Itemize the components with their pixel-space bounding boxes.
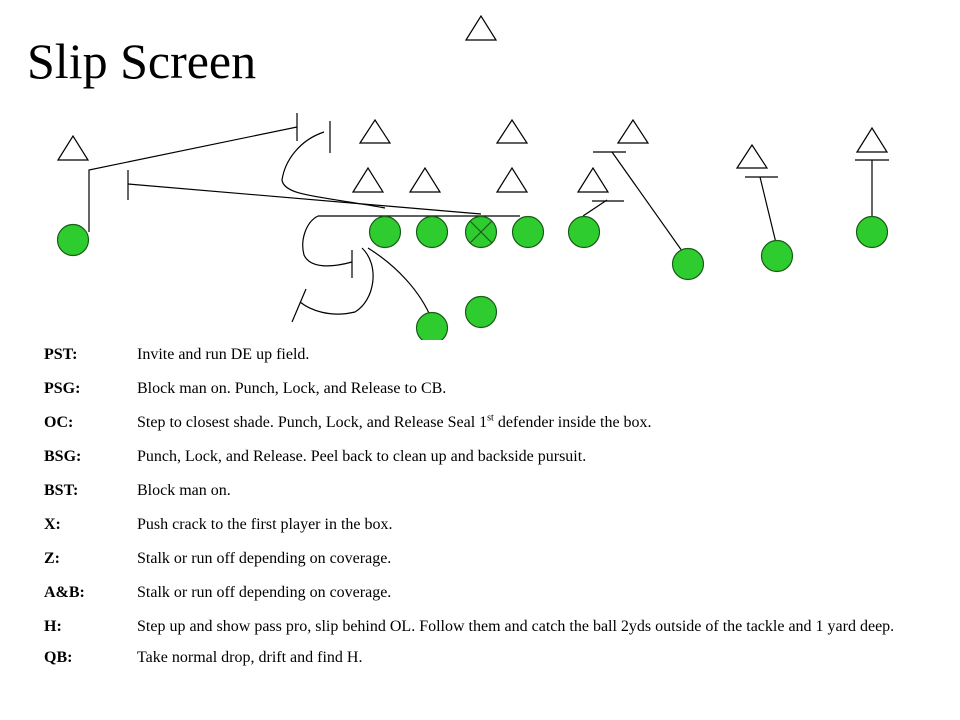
route-bsg bbox=[302, 215, 353, 267]
center-mark bbox=[469, 220, 493, 244]
route-pst bbox=[281, 131, 386, 209]
player-z bbox=[671, 247, 705, 281]
assignment-text: Invite and run DE up field. bbox=[137, 346, 310, 363]
route-z bbox=[611, 151, 688, 259]
assignment-text: Block man on. Punch, Lock, and Release t… bbox=[137, 380, 447, 397]
offense bbox=[56, 215, 889, 340]
defense bbox=[56, 14, 889, 193]
defender-triangle bbox=[855, 126, 889, 153]
page-title: Slip Screen bbox=[27, 33, 257, 89]
route-a bbox=[759, 176, 777, 244]
ordinal-suffix: st bbox=[487, 412, 494, 424]
assignment-row: A&B: Stalk or run off depending on cover… bbox=[44, 582, 924, 603]
assignment-text: Block man on. bbox=[137, 482, 231, 499]
defender-triangle bbox=[408, 166, 442, 193]
play-diagram bbox=[56, 14, 889, 340]
assignment-row: X: Push crack to the first player in the… bbox=[44, 514, 924, 535]
defender-triangle bbox=[351, 166, 385, 193]
assignment-position: X: bbox=[44, 516, 61, 533]
player-psg bbox=[415, 215, 449, 249]
assignment-text: Step up and show pass pro, slip behind O… bbox=[137, 618, 895, 635]
route-x bbox=[88, 126, 298, 232]
defender-triangle bbox=[495, 118, 529, 144]
block-mark bbox=[291, 288, 307, 323]
defender-triangle bbox=[56, 134, 90, 161]
assignment-row: QB: Take normal drop, drift and find H. bbox=[44, 647, 924, 668]
player-a bbox=[760, 239, 794, 273]
assignment-position: PSG: bbox=[44, 380, 81, 397]
route-qb bbox=[299, 247, 374, 315]
route-bst bbox=[582, 199, 608, 217]
assignment-position: H: bbox=[44, 618, 62, 635]
defender-triangle bbox=[464, 14, 498, 41]
assignment-position: A&B: bbox=[44, 584, 85, 601]
player-qb bbox=[464, 295, 498, 329]
assignment-text: Push crack to the first player in the bo… bbox=[137, 516, 393, 533]
assignment-text: Punch, Lock, and Release. Peel back to c… bbox=[137, 448, 587, 465]
assignment-text: Take normal drop, drift and find H. bbox=[137, 649, 363, 666]
player-bsg bbox=[511, 215, 545, 249]
assignment-position: BSG: bbox=[44, 448, 82, 465]
route-h bbox=[367, 247, 433, 321]
assignment-position: BST: bbox=[44, 482, 79, 499]
assignment-text: Stalk or run off depending on coverage. bbox=[137, 550, 392, 567]
player-pst bbox=[368, 215, 402, 249]
defender-triangle bbox=[495, 166, 529, 193]
defender-triangle bbox=[358, 118, 392, 144]
player-bst bbox=[567, 215, 601, 249]
assignment-row: BST: Block man on. bbox=[44, 480, 924, 501]
assignment-text: Step to closest shade. Punch, Lock, and … bbox=[137, 412, 924, 433]
defender-triangle bbox=[576, 166, 610, 193]
assignment-position: OC: bbox=[44, 414, 74, 431]
assignment-text-after: defender inside the box. bbox=[493, 414, 652, 431]
player-h bbox=[415, 311, 449, 340]
assignment-row: H: Step up and show pass pro, slip behin… bbox=[44, 616, 924, 637]
assignment-text: Stalk or run off depending on coverage. bbox=[137, 584, 392, 601]
assignment-row: PSG: Block man on. Punch, Lock, and Rele… bbox=[44, 378, 924, 399]
assignment-position: QB: bbox=[44, 649, 73, 666]
assignment-position: Z: bbox=[44, 550, 60, 567]
assignment-row: PST: Invite and run DE up field. bbox=[44, 344, 924, 365]
defender-triangle bbox=[616, 118, 650, 144]
route-psg bbox=[127, 183, 482, 215]
defender-triangle bbox=[735, 143, 769, 169]
assignment-position: PST: bbox=[44, 346, 78, 363]
assignment-text-before: Step to closest shade. Punch, Lock, and … bbox=[137, 414, 488, 431]
player-x bbox=[56, 223, 90, 257]
center-x-mark bbox=[469, 220, 493, 244]
assignment-list: PST: Invite and run DE up field. PSG: Bl… bbox=[44, 344, 924, 681]
assignment-row: OC: Step to closest shade. Punch, Lock, … bbox=[44, 412, 924, 433]
player-b bbox=[855, 215, 889, 249]
routes bbox=[88, 113, 889, 323]
assignment-row: BSG: Punch, Lock, and Release. Peel back… bbox=[44, 446, 924, 467]
assignment-row: Z: Stalk or run off depending on coverag… bbox=[44, 548, 924, 569]
